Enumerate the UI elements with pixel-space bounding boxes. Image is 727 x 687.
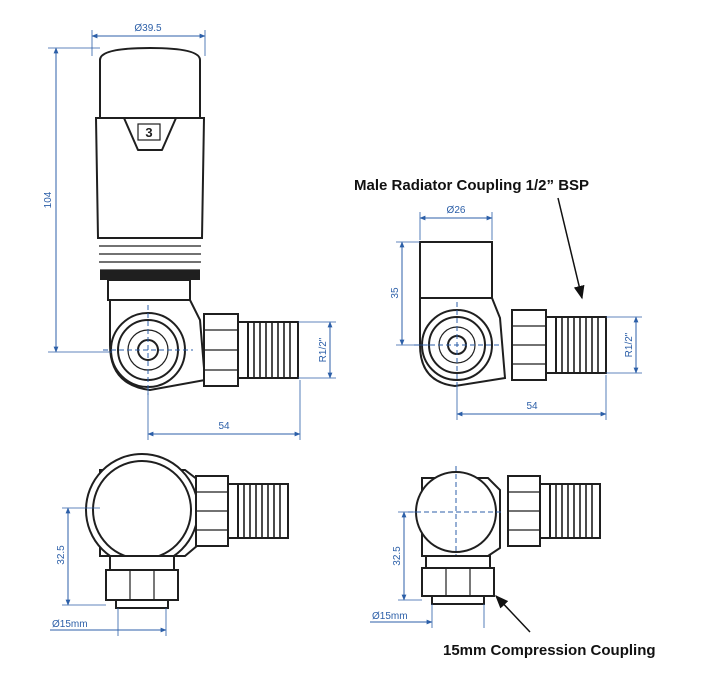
compression-olive-right bbox=[431, 595, 485, 605]
lockshield-nut-facets bbox=[512, 325, 546, 365]
compression-nut-left-facets bbox=[129, 570, 155, 600]
lockshield-thread-lines bbox=[561, 317, 599, 373]
valve-neck bbox=[107, 279, 191, 301]
grip-rings bbox=[98, 237, 202, 271]
dimensions-bottom-left: 32.5 Ø15mm bbox=[50, 507, 167, 636]
compression-olive-left bbox=[115, 599, 169, 609]
length-left-label: 54 bbox=[218, 421, 230, 432]
bottom-height-right-label: 32.5 bbox=[392, 546, 403, 566]
thermostat-head-cap bbox=[99, 46, 201, 119]
dimensions-bottom-right: 32.5 Ø15mm bbox=[370, 511, 485, 628]
inlet-centre-lines bbox=[103, 305, 193, 395]
pipe-diameter-right-label: Ø15mm bbox=[372, 611, 408, 622]
lockshield-top-centre-lines bbox=[408, 466, 504, 560]
nut-facets bbox=[204, 329, 238, 371]
lockshield-valve-side-view bbox=[414, 241, 607, 388]
thermostatic-valve-top-view bbox=[85, 453, 289, 609]
compression-nut-right-facets bbox=[445, 568, 471, 596]
head-number: 3 bbox=[145, 125, 152, 140]
head-number-notch bbox=[123, 117, 177, 151]
coupling-collar bbox=[237, 321, 249, 379]
top-view-collar bbox=[227, 483, 239, 539]
compression-nut-right bbox=[421, 567, 495, 597]
lockshield-collar bbox=[545, 316, 557, 374]
length-right-label: 54 bbox=[526, 401, 538, 412]
thread-lines bbox=[253, 322, 291, 378]
lockshield-centre-lines bbox=[414, 302, 500, 388]
radiator-coupling-arrow bbox=[557, 197, 585, 300]
lockshield-top-thread-lines bbox=[555, 484, 593, 538]
lockshield-top-nut-facets bbox=[508, 491, 540, 531]
top-view-thread-lines bbox=[243, 484, 281, 538]
dimensions-top-right: Ø26 35 R1/2" 54 bbox=[390, 205, 642, 420]
dimensions-top-left: Ø39.5 104 R1/2" 54 bbox=[43, 23, 336, 440]
lockshield-height-label: 35 bbox=[390, 287, 401, 299]
lockshield-valve-top-view bbox=[408, 466, 601, 605]
lockshield-cap bbox=[419, 241, 493, 299]
compression-coupling-callout: 15mm Compression Coupling bbox=[443, 642, 656, 659]
thermostatic-valve-side-view: 3 bbox=[94, 46, 299, 395]
top-view-head-outer bbox=[85, 453, 199, 567]
pipe-diameter-left-label: Ø15mm bbox=[52, 619, 88, 630]
thread-size-right-label: R1/2" bbox=[624, 332, 635, 357]
radiator-coupling-callout: Male Radiator Coupling 1/2” BSP bbox=[354, 177, 589, 194]
head-number-window bbox=[137, 123, 161, 141]
head-collar bbox=[100, 270, 200, 280]
thread-size-left-label: R1/2" bbox=[318, 337, 329, 362]
compression-collar-right bbox=[425, 555, 491, 569]
compression-coupling-arrow bbox=[495, 595, 531, 633]
total-height-label: 104 bbox=[43, 191, 54, 208]
cap-diameter-label: Ø26 bbox=[447, 205, 466, 216]
lockshield-top-collar bbox=[539, 483, 551, 539]
compression-nut-left bbox=[105, 569, 179, 601]
bottom-height-left-label: 32.5 bbox=[56, 545, 67, 565]
compression-collar-left bbox=[109, 555, 175, 571]
top-view-nut-facets bbox=[196, 491, 228, 531]
head-diameter-label: Ø39.5 bbox=[134, 23, 162, 34]
